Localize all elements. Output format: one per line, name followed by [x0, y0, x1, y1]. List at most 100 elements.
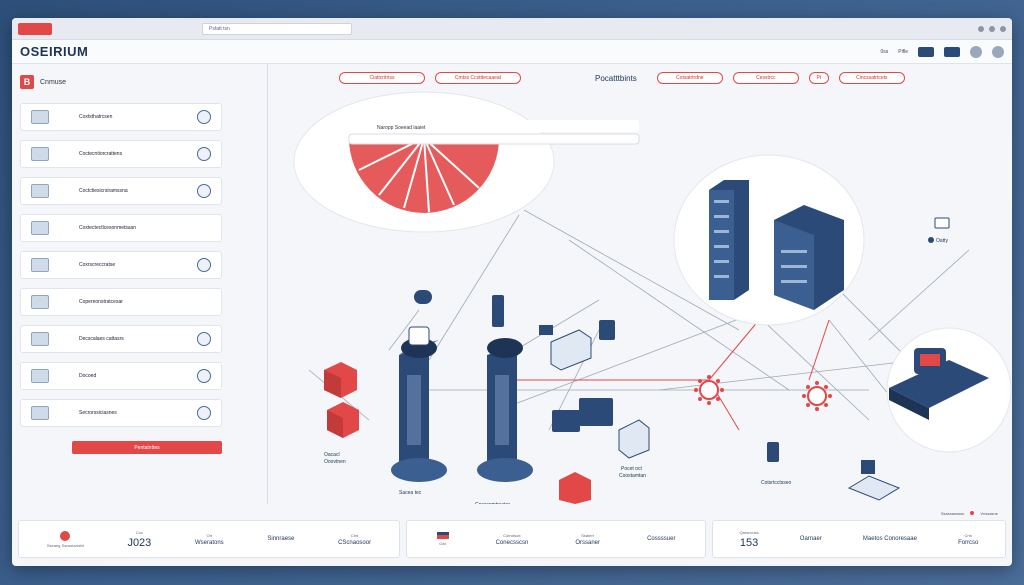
- address-search-input[interactable]: Pstatt tsn: [202, 22, 352, 35]
- metric-value: Orssaner: [575, 539, 601, 546]
- node-label-tower: Sacea tec: [399, 490, 422, 496]
- maximize-icon[interactable]: [989, 25, 995, 32]
- main-panel: Ciattcritrtss Cmtss Ccstttecaaeat Pocatt…: [269, 64, 1012, 504]
- metric-value: CScnaosoor: [338, 539, 372, 546]
- alert-cube-icon[interactable]: [559, 472, 591, 504]
- device-icon[interactable]: [197, 184, 211, 198]
- sidebar-item-label: Coxtsthatrcsen: [79, 114, 113, 120]
- sidebar-item-2[interactable]: Coctecntiorcrattens: [20, 140, 222, 168]
- gauge-label: Naropp Soeead laaiet: [377, 125, 426, 131]
- metric-label: Qarsncuss: [739, 529, 759, 535]
- storage-icon[interactable]: [618, 419, 650, 459]
- sidebar-item-1[interactable]: Coxtsthatrcsen: [20, 103, 222, 131]
- database-server-icon[interactable]: [673, 154, 865, 326]
- sensor-icon[interactable]: [767, 442, 779, 462]
- metric-value: Wseratons: [194, 539, 224, 546]
- brand-icon: B: [20, 75, 34, 89]
- phone-icon[interactable]: [599, 320, 615, 340]
- threat-node-icon[interactable]: [694, 375, 724, 405]
- filter-pill-4[interactable]: Cesstrcc: [732, 72, 799, 84]
- sidebar-item-8[interactable]: Docoed: [20, 362, 222, 390]
- router-icon[interactable]: [408, 326, 430, 346]
- close-icon[interactable]: [1000, 25, 1006, 32]
- filter-pill-6[interactable]: Cincssatrtcets: [838, 72, 905, 84]
- settings-icon[interactable]: [197, 110, 211, 124]
- laptop-icon[interactable]: [579, 398, 613, 426]
- active-tab[interactable]: [18, 22, 52, 35]
- grid-icon[interactable]: [918, 46, 934, 57]
- header-label-1: 0ss: [880, 48, 889, 55]
- status-dot-icon: [970, 511, 975, 515]
- bar-chart-icon: [31, 406, 49, 420]
- window-icon: [31, 369, 49, 383]
- app-window: Pstatt tsn OSEIRIUM 0ss Pifle B Cnmuse C…: [12, 18, 1012, 566]
- stats-icon[interactable]: [197, 406, 211, 420]
- center-tower-icon[interactable]: [477, 338, 533, 482]
- footer-status: Ssassasnssn Vnssasne Sseaeg Ssnsstarrstt…: [12, 506, 1012, 566]
- metric-value: Maetos Conoresaae: [862, 536, 917, 542]
- sidebar-brand: Cnmuse: [40, 78, 67, 86]
- workstation-icon[interactable]: [886, 327, 1012, 453]
- window-controls: [978, 25, 1006, 32]
- filter-pill-5[interactable]: Pt: [808, 72, 829, 84]
- app-logo: OSEIRIUM: [20, 44, 89, 59]
- user-avatar-icon[interactable]: [992, 45, 1004, 58]
- metric-value: Sinnraese: [267, 536, 295, 542]
- switch-icon[interactable]: [550, 329, 592, 371]
- app-header: OSEIRIUM 0ss Pifle: [12, 40, 1012, 64]
- sidebar-item-5[interactable]: Coxrscreccratse: [20, 251, 222, 279]
- sidebar-item-3[interactable]: Coctctiesicrsiramssna: [20, 177, 222, 205]
- metric-value: Conecsscsn: [495, 539, 529, 546]
- monitor-icon[interactable]: [539, 325, 553, 335]
- metric-label: Sseaeg Ssnsstarrsttt: [46, 542, 84, 548]
- monitor-icon[interactable]: [944, 46, 960, 57]
- phone-icon[interactable]: [492, 295, 504, 327]
- sidebar-item-7[interactable]: Decscalaes cattasrs: [20, 325, 222, 353]
- threat-node-icon[interactable]: [802, 381, 832, 411]
- sidebar-item-label: Coxtectectlcesonmetsasn: [79, 225, 136, 231]
- sidebar-item-label: Coctctiesicrsiramssna: [79, 188, 128, 194]
- printer-icon[interactable]: [197, 332, 211, 346]
- tag-icon[interactable]: [197, 147, 211, 161]
- metric-label: Ssaterr: [581, 532, 595, 538]
- alert-cube-icon[interactable]: [327, 402, 359, 438]
- sidebar-action-button[interactable]: Pentatnttes: [72, 441, 222, 454]
- shield-icon[interactable]: [970, 45, 982, 58]
- alert-cube-icon[interactable]: [324, 362, 357, 398]
- filter-pill-1[interactable]: Ciattcritrtss: [339, 72, 425, 84]
- filter-pill-2[interactable]: Cmtss Ccstttecaaeat: [435, 72, 521, 84]
- sidebar-item-4[interactable]: Coxtectectlcesonmetsasn: [20, 214, 222, 242]
- laptop-icon[interactable]: [552, 410, 580, 432]
- laptop-icon: [31, 110, 49, 124]
- headset-icon[interactable]: [197, 258, 211, 272]
- metric-value: 153: [739, 536, 759, 549]
- scanner-icon[interactable]: [861, 460, 875, 474]
- minimize-icon[interactable]: [978, 25, 984, 32]
- node-label-center: Coccsnmtrsater: [475, 502, 510, 504]
- router-icon[interactable]: [414, 290, 432, 304]
- node-label-right-mid: Cotsrtcctsseo: [761, 480, 792, 486]
- metric-value: Cossssuer: [647, 536, 676, 542]
- sidebar-item-9[interactable]: Secrorssiciasnes: [20, 399, 222, 427]
- filter-pill-3[interactable]: Cotsatrtrdne: [656, 72, 723, 84]
- link-icon[interactable]: [197, 369, 211, 383]
- left-tower-icon[interactable]: [391, 338, 447, 482]
- db-node-icon[interactable]: Oatty: [928, 217, 950, 244]
- metric-value: J023: [127, 536, 152, 549]
- sidebar: B Cnmuse Coxtsthatrcsen Coctecntiorcratt…: [12, 64, 268, 504]
- scanner-icon[interactable]: [847, 475, 901, 501]
- sidebar-item-label: Decscalaes cattasrs: [79, 336, 124, 342]
- alert-icon: [60, 530, 71, 541]
- main-toolbar: Ciattcritrtss Cmtss Ccstttecaaeat Pocatt…: [339, 72, 905, 84]
- sidebar-item-6[interactable]: Copereonstratcesar: [20, 288, 222, 316]
- box-icon: [31, 258, 49, 272]
- section-title: Pocatttbints: [595, 73, 637, 83]
- network-diagram: Naropp Soeead laaiet: [293, 91, 1012, 504]
- sidebar-item-label: Coxrscreccratse: [79, 262, 116, 268]
- footer-top-label: Ssassasnssn: [940, 510, 965, 516]
- metric-label: Cotrotsoe: [503, 532, 521, 538]
